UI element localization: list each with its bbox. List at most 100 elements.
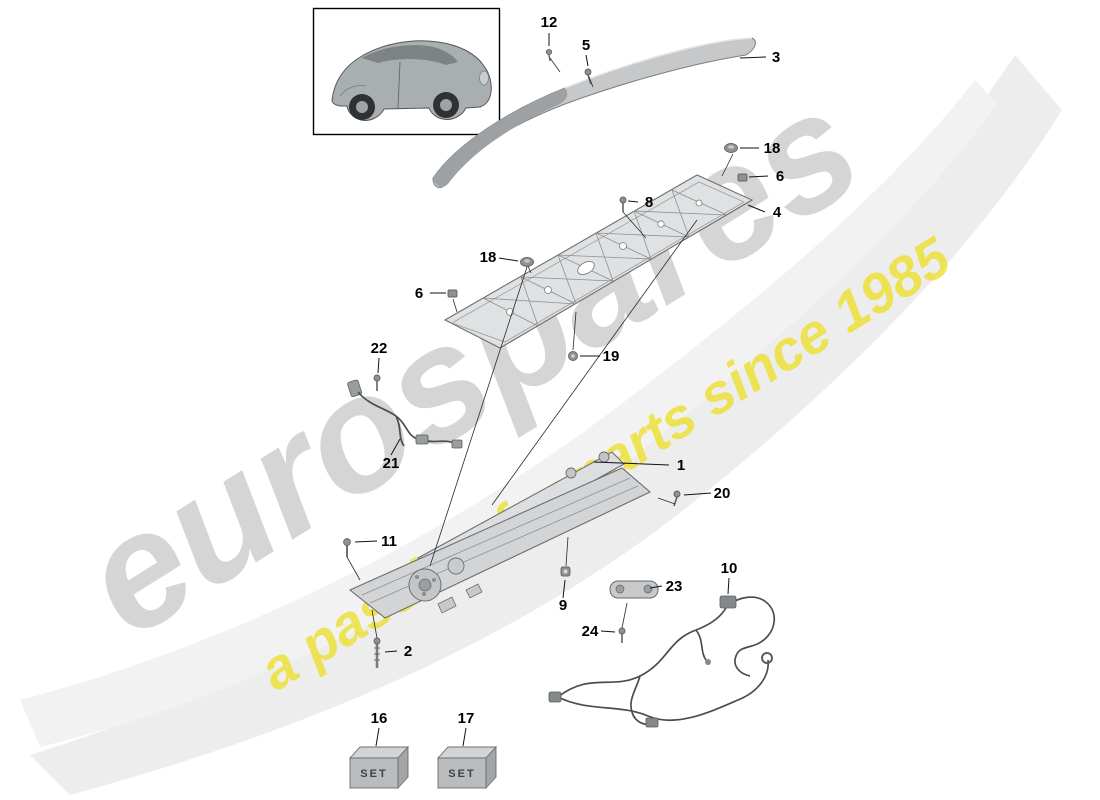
leader-line xyxy=(649,585,663,589)
wiring-harness-lower xyxy=(548,595,776,728)
plate-hole xyxy=(695,199,703,207)
callout-16[interactable]: 16 xyxy=(371,710,388,727)
screw-8 xyxy=(619,196,627,212)
alignment-line xyxy=(491,219,698,506)
alignment-line xyxy=(622,211,647,239)
plate-outline xyxy=(443,174,754,349)
harness-wire xyxy=(726,596,776,677)
callout-17[interactable]: 17 xyxy=(458,710,475,727)
bracket-pivot xyxy=(565,467,577,479)
ring-terminal xyxy=(761,652,773,664)
callout-4[interactable]: 4 xyxy=(773,204,782,221)
harness-connector xyxy=(548,691,562,703)
alignment-line xyxy=(346,556,361,581)
callout-6-left[interactable]: 6 xyxy=(415,285,423,302)
alignment-line xyxy=(549,57,561,73)
watermark-swoosh xyxy=(20,55,1062,795)
bracket-pivot xyxy=(598,451,610,463)
harness-wire xyxy=(357,391,456,445)
leader-line xyxy=(390,438,401,456)
plate-inner-rim xyxy=(451,181,745,343)
screw-20 xyxy=(673,490,681,507)
callout-22[interactable]: 22 xyxy=(371,340,388,357)
callout-21[interactable]: 21 xyxy=(383,455,400,472)
callout-19[interactable]: 19 xyxy=(603,348,620,365)
alignment-line xyxy=(588,76,594,88)
callout-18-left[interactable]: 18 xyxy=(480,249,497,266)
spoiler-mounting-plate xyxy=(443,174,754,349)
plate-hole xyxy=(619,242,627,250)
harness-connector xyxy=(451,439,463,449)
harness-connector xyxy=(415,434,429,445)
fasteners xyxy=(343,48,748,668)
leader-line xyxy=(600,630,616,633)
car-door-line xyxy=(397,61,401,109)
wing-front-lip xyxy=(433,88,568,187)
alignment-line xyxy=(565,536,569,567)
leader-line xyxy=(354,540,378,543)
leader-line xyxy=(747,204,766,213)
leader-line xyxy=(562,579,566,599)
callout-20[interactable]: 20 xyxy=(714,485,731,502)
set-box-2: SET xyxy=(436,745,498,790)
harness-clip xyxy=(705,659,711,665)
callout-23[interactable]: 23 xyxy=(666,578,683,595)
plate-center-hole xyxy=(577,260,595,276)
screw-12 xyxy=(545,48,553,62)
harness-connector xyxy=(719,595,737,609)
actuator-hub xyxy=(418,578,432,592)
callout-5[interactable]: 5 xyxy=(582,37,590,54)
actuator-bolt xyxy=(432,578,436,582)
car-greenhouse xyxy=(362,45,458,65)
plate-hole xyxy=(657,220,665,228)
leader-line xyxy=(498,257,519,262)
callout-12[interactable]: 12 xyxy=(541,14,558,31)
bracket-bushing xyxy=(447,557,465,575)
callout-8[interactable]: 8 xyxy=(645,194,653,211)
wing-highlight xyxy=(564,37,753,89)
nut-9 xyxy=(560,566,571,577)
car-hood-line xyxy=(339,85,367,97)
leader-lines xyxy=(354,33,769,747)
spoiler-bracket-assembly xyxy=(348,451,652,619)
leader-line xyxy=(627,200,639,203)
leader-line xyxy=(683,492,712,496)
module-eyelet xyxy=(643,584,653,594)
swoosh-band-inner xyxy=(20,80,997,747)
alignment-line xyxy=(657,497,676,505)
callout-6-right[interactable]: 6 xyxy=(776,168,784,185)
callout-9[interactable]: 9 xyxy=(559,597,567,614)
stud-2 xyxy=(373,637,381,668)
leader-line xyxy=(727,577,730,595)
screw-22 xyxy=(373,374,381,391)
clip-6-left xyxy=(447,289,458,298)
module-eyelet xyxy=(615,584,625,594)
callout-10[interactable]: 10 xyxy=(721,560,738,577)
spoiler-wing xyxy=(432,37,756,189)
callout-18-right[interactable]: 18 xyxy=(764,140,781,157)
leader-line xyxy=(739,56,767,59)
alignment-line xyxy=(429,266,528,567)
alignment-line xyxy=(452,298,458,313)
callout-24[interactable]: 24 xyxy=(582,623,599,640)
wiring-harness-upper xyxy=(347,379,463,449)
callout-3[interactable]: 3 xyxy=(772,49,780,66)
alignment-line xyxy=(572,311,577,351)
callout-11[interactable]: 11 xyxy=(381,533,397,550)
callout-1[interactable]: 1 xyxy=(677,457,685,474)
callout-2[interactable]: 2 xyxy=(404,643,412,660)
harness-wire xyxy=(557,605,728,698)
alignment-line xyxy=(371,609,378,639)
bracket-foot xyxy=(437,596,457,614)
swoosh-band-outer xyxy=(30,55,1062,795)
plate-hole xyxy=(544,286,552,294)
grommet-18-left xyxy=(520,257,534,267)
screw-5 xyxy=(584,68,592,85)
set-box-2-label: SET xyxy=(448,768,475,780)
set-box-1-label: SET xyxy=(360,768,387,780)
screw-24 xyxy=(618,627,626,643)
leader-line xyxy=(585,54,589,67)
alignment-lines xyxy=(346,57,734,639)
car-headlight xyxy=(479,70,489,86)
